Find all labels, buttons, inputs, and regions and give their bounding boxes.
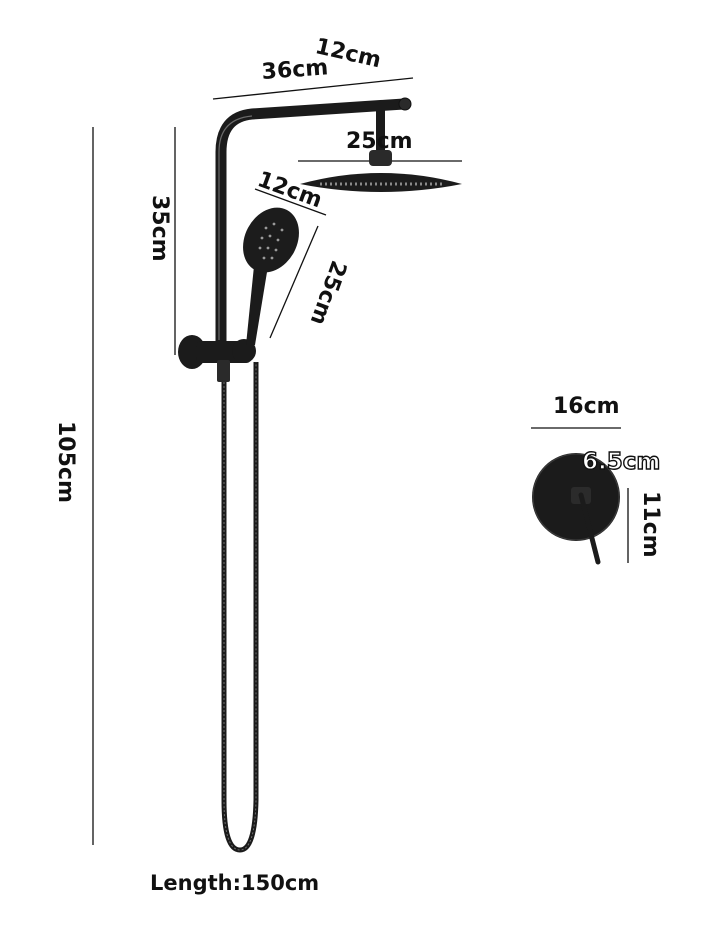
- handheld-handle: [246, 266, 268, 345]
- mixer-plate-rim: [532, 453, 620, 541]
- hose-connector: [217, 360, 230, 382]
- dim-line-handheld-length: [269, 225, 319, 339]
- shower-hose-sheen: [223, 362, 257, 851]
- handheld-nozzles: [258, 222, 284, 260]
- mixer-plate: [532, 453, 620, 565]
- rain-shower-head: [300, 110, 462, 192]
- handheld-head: [243, 207, 299, 273]
- arm-end-cap: [398, 97, 412, 111]
- head-joint: [369, 150, 392, 166]
- head-drop-pipe: [376, 110, 385, 154]
- label-total-height: 105cm: [53, 421, 78, 503]
- shower-rail: [215, 97, 412, 356]
- arm-highlight: [218, 115, 253, 340]
- mixer-lever: [578, 492, 601, 565]
- label-plate-diameter: 16cm: [553, 394, 620, 419]
- label-hose-length: Length:150cm: [150, 871, 320, 895]
- label-lever-length: 6.5cm: [581, 449, 661, 475]
- label-head-diameter: 25cm: [346, 129, 413, 154]
- dim-line-arm-width: [212, 77, 414, 100]
- label-arm-width: 36cm: [260, 55, 330, 85]
- shower-hose: [221, 362, 259, 853]
- dimension-lines: [92, 77, 629, 845]
- label-plate-height: 11cm: [638, 491, 663, 558]
- label-top-section: 35cm: [147, 195, 172, 262]
- dim-line-handheld-width: [254, 188, 327, 216]
- handheld-shower: [243, 207, 299, 345]
- wall-bracket: [178, 335, 256, 382]
